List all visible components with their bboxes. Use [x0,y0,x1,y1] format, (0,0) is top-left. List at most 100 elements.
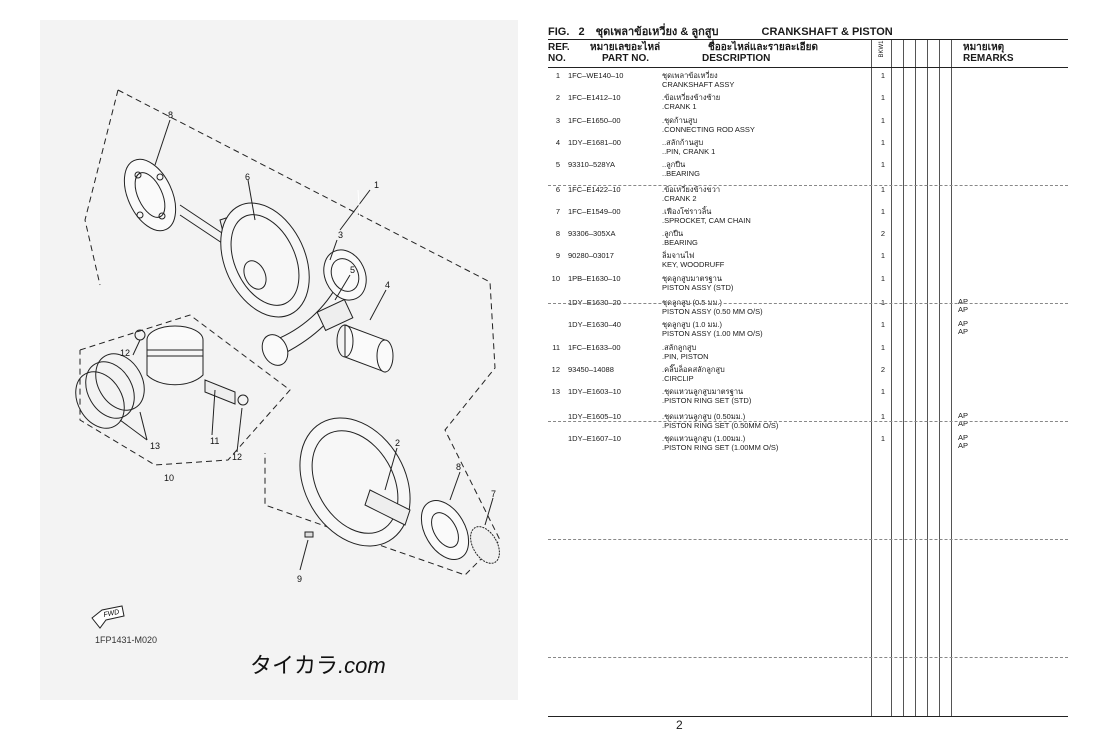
description-en-cell: KEY, WOODRUFF [662,260,725,270]
ref-cell: 6 [555,184,560,194]
remark-code: AP [958,327,969,337]
remark-code: AP [958,440,969,450]
quantity-cell: 2 [880,229,886,239]
description-th-cell: ลิ่มจานไฟ [662,251,695,261]
figure-title: FIG. 2 ชุดเพลาข้อเหวี่ยง & ลูกสูบ CRANKS… [548,22,893,40]
description-en-cell: .CRANK 1 [662,102,697,112]
callout-12-right: 12 [232,452,242,462]
description-th-cell: ชุดลูกสูบ (0.5 มม.) [662,298,722,307]
callout-2: 2 [395,438,400,448]
part-number-cell: 1FC–E1422–10 [568,184,621,194]
part-number-cell: 93310–528YA [568,160,615,170]
group-divider [548,539,1068,540]
description-en-cell: PISTON ASSY (STD) [662,282,734,292]
header-remarks: หมายเหตุ REMARKS [963,42,1014,64]
group-divider [548,657,1068,658]
quantity-cell: 2 [880,364,886,374]
callout-13: 13 [150,441,160,451]
callout-5: 5 [350,265,355,275]
part-number-cell: 1DY–E1603–10 [568,387,621,397]
description-th-cell: .ชุดแหวนลูกสูบ (0.50มม.) [662,411,746,421]
exploded-diagram: 8 6 1 3 5 4 12 11 12 13 10 2 8 7 9 FWD 1… [40,20,518,700]
description-en-cell: .CONNECTING ROD ASSY [662,124,755,134]
description-th-cell: .ข้อเหวี่ยงข้างขวา [662,184,721,194]
part-number-cell: 1DY–E1630–40 [568,320,621,330]
fig-title-en: CRANKSHAFT & PISTON [761,26,893,38]
part-number-cell: 1PB–E1630–10 [568,273,621,283]
callout-1: 1 [374,180,379,190]
crankshaft-piston-drawing: 8 6 1 3 5 4 12 11 12 13 10 2 8 7 9 FWD [75,89,501,629]
remark-code: AP [958,432,969,442]
part-number-cell: 1FC–WE140–10 [568,71,624,80]
description-en-cell: .PISTON RING SET (0.50MM O/S) [662,420,779,430]
callout-12-left: 12 [120,348,130,358]
header-remarks-line2: REMARKS [963,53,1014,64]
ref-cell: 4 [555,137,560,147]
quantity-cell: 1 [880,115,886,125]
description-th-cell: .สลักลูกสูบ [662,342,697,352]
ref-cell: 2 [555,93,560,103]
quantity-cell: 1 [880,411,886,421]
fwd-label: FWD [103,609,120,619]
description-en-cell: .PISTON RING SET (1.00MM O/S) [662,442,779,452]
part-number-cell: 1DY–E1605–10 [568,411,621,421]
description-th-cell: .ข้อเหวี่ยงข้างซ้าย [662,93,721,103]
header-part-line2: PART NO. [602,53,650,64]
quantity-cell: 1 [880,273,886,283]
quantity-cell: 1 [880,387,886,397]
header-ref-line2: NO. [548,53,566,64]
description-en-cell: PISTON ASSY (1.00 MM O/S) [662,329,763,339]
description-en-cell: CRANKSHAFT ASSY [662,80,735,89]
part-number-cell: 1DY–E1681–00 [568,137,621,147]
group-divider [548,303,1068,304]
description-en-cell: ..PIN, CRANK 1 [662,146,716,156]
ref-cell: 5 [555,160,560,170]
callout-8-bottom: 8 [456,462,461,472]
callout-7: 7 [491,489,496,499]
group-divider [548,185,1068,186]
group-divider [548,421,1068,422]
parts-list: FIG. 2 ชุดเพลาข้อเหวี่ยง & ลูกสูบ CRANKS… [548,22,1068,717]
fig-label: FIG. [548,26,570,38]
header-part-line1: หมายเลขอะไหล่ [590,42,661,53]
part-number-cell: 1DY–E1630–20 [568,298,621,307]
quantity-cell: 1 [880,71,886,80]
description-th-cell: ..สลักก้านสูบ [662,137,704,147]
ref-cell: 11 [552,342,560,352]
description-en-cell: ..BEARING [662,169,700,179]
header-description: ชื่ออะไหล่และรายละเอียด DESCRIPTION [702,42,818,64]
description-en-cell: .SPROCKET, CAM CHAIN [662,215,751,225]
quantity-cell: 1 [880,160,886,170]
callout-11: 11 [210,436,219,446]
description-th-cell: .คลิ๊บล็อคสลักลูกสูบ [662,364,725,374]
callout-8-top: 8 [168,110,173,120]
quantity-cell: 1 [880,93,886,103]
callout-4: 4 [385,280,390,290]
fwd-arrow-icon: FWD [91,605,125,629]
callout-6: 6 [245,172,250,182]
page-number: 2 [676,718,683,732]
callout-3: 3 [338,230,343,240]
description-en-cell: .PISTON RING SET (STD) [662,396,752,406]
description-en-cell: .CIRCLIP [662,373,694,383]
callout-9: 9 [297,574,302,584]
quantity-cell: 1 [880,342,886,352]
quantity-cell: 1 [880,206,886,216]
header-ref: REF. NO. [548,42,570,64]
remark-code: AP [958,305,969,314]
fig-title-th: ชุดเพลาข้อเหวี่ยง & ลูกสูบ [595,26,719,38]
description-th-cell: ชุดลูกสูบ (1.0 มม.) [662,320,722,330]
ref-cell: 9 [555,251,560,261]
description-th-cell: .เฟืองโซ่ราวลิ้น [662,206,712,216]
description-th-cell: .ชุดแหวนลูกสูบ (1.00มม.) [662,433,746,443]
fig-number: 2 [578,26,585,38]
quantity-cell: 1 [880,251,886,261]
part-number-cell: 1FC–E1549–00 [568,206,621,216]
description-en-cell: PISTON ASSY (0.50 MM O/S) [662,307,763,316]
drawing-code: 1FP1431-M020 [95,635,158,645]
part-number-cell: 90280–03017 [568,251,614,261]
description-th-cell: ..ลูกปืน [662,160,686,170]
